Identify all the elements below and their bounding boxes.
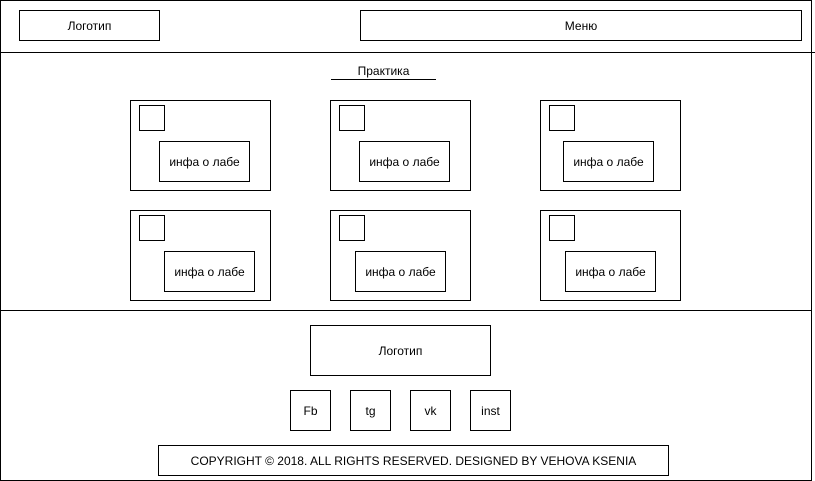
header-logo[interactable]: Логотип: [19, 10, 160, 41]
header-divider: [0, 52, 815, 53]
menu-button[interactable]: Меню: [360, 10, 802, 41]
lab-info-label: инфа о лабе: [369, 154, 440, 169]
instagram-label: inst: [481, 403, 500, 418]
lab-info-label: инфа о лабе: [365, 264, 436, 279]
facebook-label: Fb: [303, 403, 318, 418]
lab-thumbnail: [139, 215, 165, 241]
lab-info: инфа о лабе: [355, 251, 446, 292]
lab-thumbnail: [549, 215, 575, 241]
section-title-underline: [331, 79, 436, 80]
lab-info: инфа о лабе: [563, 141, 654, 182]
footer-logo[interactable]: Логотип: [310, 325, 491, 376]
copyright-text: COPYRIGHT © 2018. ALL RIGHTS RESERVED. D…: [190, 453, 637, 468]
lab-card[interactable]: инфа о лабе: [330, 210, 471, 301]
lab-thumbnail: [549, 105, 575, 131]
lab-card[interactable]: инфа о лабе: [330, 100, 471, 191]
lab-info-label: инфа о лабе: [575, 264, 646, 279]
lab-thumbnail: [339, 105, 365, 131]
lab-card[interactable]: инфа о лабе: [540, 210, 681, 301]
lab-info: инфа о лабе: [359, 141, 450, 182]
copyright-notice: COPYRIGHT © 2018. ALL RIGHTS RESERVED. D…: [158, 445, 669, 476]
lab-info-label: инфа о лабе: [169, 154, 240, 169]
lab-info-label: инфа о лабе: [174, 264, 245, 279]
lab-thumbnail: [139, 105, 165, 131]
lab-info: инфа о лабе: [159, 141, 250, 182]
lab-info: инфа о лабе: [565, 251, 656, 292]
lab-card[interactable]: инфа о лабе: [130, 210, 271, 301]
header-logo-label: Логотип: [67, 18, 112, 33]
lab-info: инфа о лабе: [164, 251, 255, 292]
lab-card[interactable]: инфа о лабе: [130, 100, 271, 191]
vk-link[interactable]: vk: [410, 390, 451, 431]
vk-label: vk: [424, 403, 437, 418]
section-title: Практика: [357, 63, 410, 78]
facebook-link[interactable]: Fb: [290, 390, 331, 431]
telegram-label: tg: [365, 403, 376, 418]
lab-card[interactable]: инфа о лабе: [540, 100, 681, 191]
lab-thumbnail: [339, 215, 365, 241]
telegram-link[interactable]: tg: [350, 390, 391, 431]
footer-divider: [0, 310, 812, 311]
instagram-link[interactable]: inst: [470, 390, 511, 431]
footer-logo-label: Логотип: [378, 343, 423, 358]
menu-label: Меню: [564, 18, 598, 33]
lab-info-label: инфа о лабе: [573, 154, 644, 169]
